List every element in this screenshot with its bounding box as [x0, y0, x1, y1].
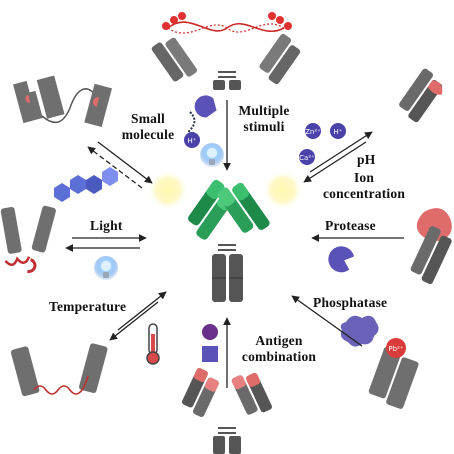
zinc-ion-icon: [305, 123, 321, 139]
antigen-square-icon: [202, 346, 218, 362]
thermoresponsive-linker: [33, 375, 89, 395]
label-ion-concentration: Ion concentration: [312, 170, 416, 202]
label-protease: Protease: [325, 218, 376, 233]
bottom-left-masked-antibody: [10, 343, 108, 397]
arrow-phosphatase: [291, 295, 363, 347]
ion-icons: Zn²⁺ H⁺ Ca²⁺: [299, 123, 346, 165]
arrow-temperature-out: [109, 301, 159, 341]
label-temperature: Temperature: [49, 299, 127, 314]
antigen-circle-icon: [202, 324, 218, 340]
arrow-small-molecule-back: [87, 146, 143, 189]
label-multiple-stimuli: Multiple stimuli: [233, 103, 295, 135]
label-ion-line2: concentration: [322, 186, 406, 201]
small-molecule-icon: [54, 167, 118, 202]
calcium-ion-icon: [299, 149, 315, 165]
pacman-enzyme-icon: [194, 95, 217, 118]
arrow-ph-ion-out: [309, 131, 373, 173]
proton-ion-icon: [330, 123, 346, 139]
lightbulb-icon: [200, 143, 224, 167]
central-antibody: [148, 170, 303, 302]
label-phosphatase: Phosphatase: [313, 295, 388, 310]
label-antigen-line1: Antigen: [255, 333, 303, 348]
thermometer-icon: [146, 323, 160, 365]
label-multiple-stimuli-line1: Multiple: [238, 103, 290, 118]
arrow-temperature-in: [117, 291, 167, 331]
label-small-molecule: Small molecule: [112, 111, 184, 143]
multiple-stimuli-icons: H⁺: [184, 95, 224, 167]
bottom-right-masked-antibody: Pb²⁺: [368, 338, 419, 409]
bottom-masked-antibody: [182, 368, 272, 454]
proton-icon-label: H⁺: [188, 137, 197, 145]
label-antigen-line2: combination: [241, 349, 317, 364]
zinc-ion-label: Zn²⁺: [305, 128, 321, 136]
label-ph: pH: [357, 152, 376, 167]
aptamer-strand-icon: [187, 111, 199, 137]
label-small-molecule-line1: Small: [130, 111, 165, 126]
label-ion-line1: Ion: [353, 170, 375, 185]
label-small-molecule-line2: molecule: [121, 127, 175, 142]
glow-right: [263, 170, 303, 210]
lead-ion-icon: [386, 338, 406, 358]
left-masked-antibody: [0, 205, 56, 273]
top-left-masked-antibody: [13, 75, 113, 128]
calcium-ion-label: Ca²⁺: [299, 154, 315, 162]
right-masked-antibody: [410, 208, 452, 285]
phosphatase-enzyme-icon: [340, 315, 379, 347]
right-fab-arm: [217, 182, 270, 233]
arrow-ph-ion-in: [303, 141, 367, 183]
stimulus-arrows: [65, 100, 404, 388]
glow-left: [148, 170, 188, 210]
peptide-linker: [41, 88, 97, 124]
antigen-icons: [202, 324, 218, 362]
lead-ion-label: Pb²⁺: [388, 345, 403, 353]
proton-icon: [184, 132, 200, 148]
arrow-small-molecule-forward: [97, 141, 153, 184]
proton-ion-label: H⁺: [334, 128, 343, 136]
protease-enzyme-icon: [328, 246, 355, 273]
label-light: Light: [90, 218, 123, 233]
label-multiple-stimuli-line2: stimuli: [243, 119, 285, 134]
protease-mask-blob: [416, 208, 452, 242]
label-antigen-combination: Antigen combination: [231, 333, 327, 365]
top-masked-antibody: [151, 12, 301, 90]
light-bulb-icon: [94, 256, 118, 280]
top-right-masked-antibody: [399, 68, 443, 123]
